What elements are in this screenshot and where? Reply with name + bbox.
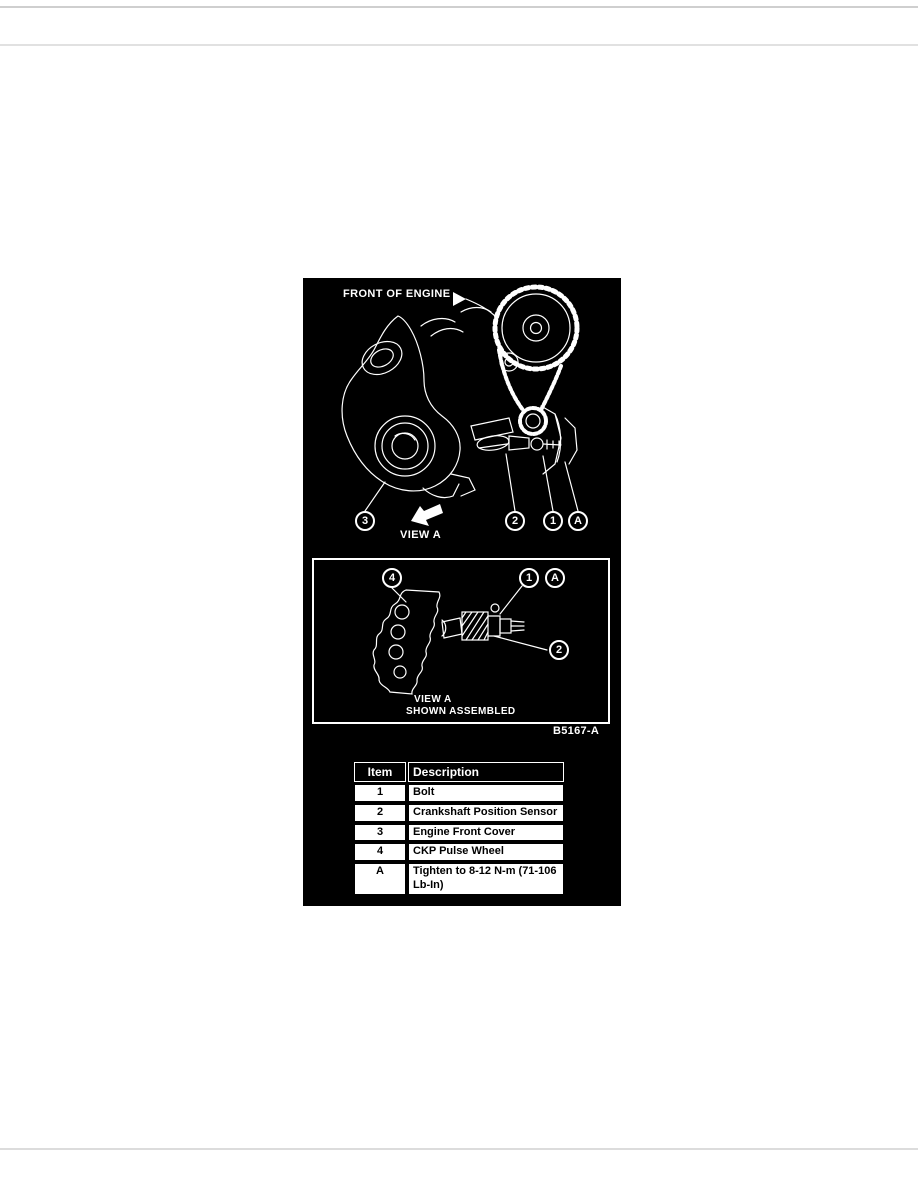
callout-2: 2 <box>505 511 525 531</box>
callout-2-inset: 2 <box>549 640 569 660</box>
description-cell: Crankshaft Position Sensor <box>408 803 564 822</box>
view-a-inset-box: 4 1 A 2 VIEW A SHOWN ASSEMBLED <box>312 558 610 724</box>
view-a-label: VIEW A <box>400 529 442 541</box>
figure-id-label: B5167-A <box>553 725 600 737</box>
callout-1: 1 <box>543 511 563 531</box>
figure-panel: FRONT OF ENGINE 3 2 1 A VIEW A <box>303 278 621 906</box>
callout-3: 3 <box>355 511 375 531</box>
scan-artifact-line <box>0 6 918 8</box>
table-row: 4 CKP Pulse Wheel <box>354 843 564 861</box>
view-a-inset-label: VIEW A <box>414 694 452 705</box>
description-cell: Tighten to 8-12 N-m (71-106 Lb-In) <box>408 863 564 895</box>
sensor-assembled-art <box>372 585 548 695</box>
item-cell: 1 <box>354 784 406 802</box>
engine-front-diagram-art <box>341 284 580 526</box>
description-cell: Bolt <box>408 784 564 802</box>
item-column-header: Item <box>354 762 406 782</box>
item-cell: 2 <box>354 803 406 822</box>
legend-table: Item Description 1 Bolt 2 Crankshaft Pos… <box>352 760 566 897</box>
table-row: A Tighten to 8-12 N-m (71-106 Lb-In) <box>354 863 564 895</box>
callout-1-inset: 1 <box>519 568 539 588</box>
shown-assembled-label: SHOWN ASSEMBLED <box>406 706 516 717</box>
callout-a-inset: A <box>545 568 565 588</box>
front-of-engine-label: FRONT OF ENGINE <box>343 288 451 300</box>
callout-4: 4 <box>382 568 402 588</box>
item-cell: A <box>354 863 406 895</box>
callout-a: A <box>568 511 588 531</box>
table-row: 3 Engine Front Cover <box>354 823 564 842</box>
scan-artifact-line <box>0 1148 918 1150</box>
scan-artifact-line <box>0 44 918 46</box>
description-column-header: Description <box>408 762 564 782</box>
table-row: 1 Bolt <box>354 784 564 802</box>
item-cell: 3 <box>354 823 406 842</box>
legend-header-row: Item Description <box>354 762 564 782</box>
description-cell: Engine Front Cover <box>408 823 564 842</box>
table-row: 2 Crankshaft Position Sensor <box>354 803 564 822</box>
item-cell: 4 <box>354 843 406 861</box>
description-cell: CKP Pulse Wheel <box>408 843 564 861</box>
